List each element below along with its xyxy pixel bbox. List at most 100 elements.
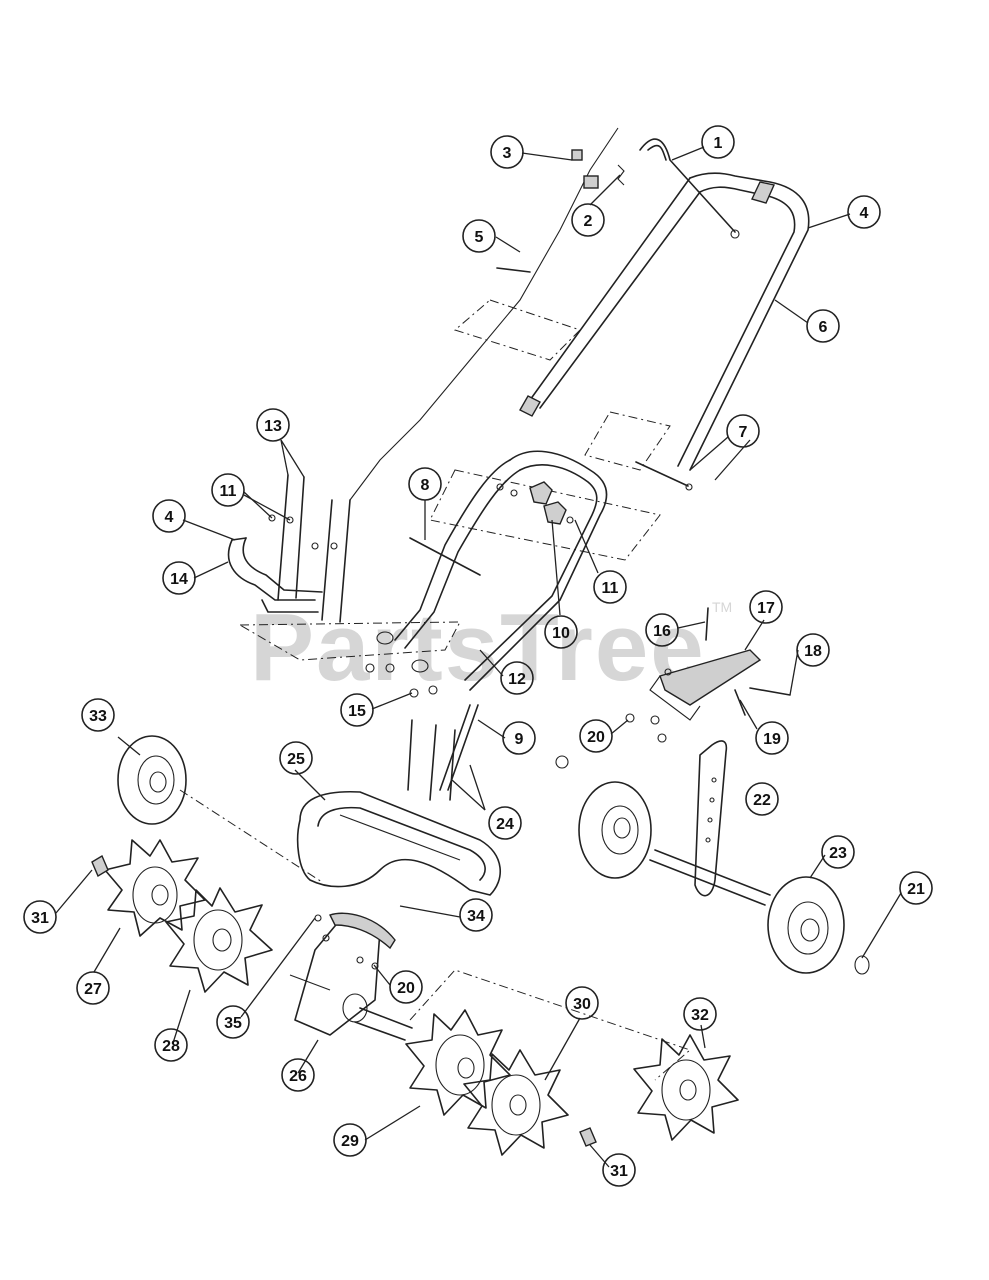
svg-text:15: 15 xyxy=(348,703,366,720)
knobs xyxy=(496,481,574,525)
lower-handle xyxy=(376,450,608,691)
callout-21: 21 xyxy=(899,871,933,905)
cable xyxy=(349,127,625,501)
tine-30 xyxy=(463,1049,569,1156)
callout-10: 10 xyxy=(544,615,578,649)
depth-bar-22 xyxy=(649,740,771,906)
svg-text:27: 27 xyxy=(84,981,102,998)
svg-text:17: 17 xyxy=(757,600,775,617)
callout-24: 24 xyxy=(488,806,522,840)
callout-29: 29 xyxy=(333,1123,367,1157)
svg-text:5: 5 xyxy=(475,229,484,246)
svg-text:11: 11 xyxy=(602,580,619,597)
svg-text:26: 26 xyxy=(289,1068,307,1085)
svg-text:20: 20 xyxy=(587,729,605,746)
watermark: PartsTree xyxy=(250,594,706,701)
callout-12: 12 xyxy=(500,661,534,695)
svg-text:34: 34 xyxy=(467,908,485,925)
upper-handle xyxy=(519,172,810,471)
svg-text:3: 3 xyxy=(503,145,512,162)
wheel-23 xyxy=(767,876,870,975)
callout-33: 33 xyxy=(81,698,115,732)
tine-27 xyxy=(91,839,206,937)
svg-text:29: 29 xyxy=(341,1133,359,1150)
callout-18: 18 xyxy=(796,633,830,667)
svg-text:7: 7 xyxy=(739,424,748,441)
svg-text:22: 22 xyxy=(753,792,771,809)
svg-text:12: 12 xyxy=(508,671,526,688)
svg-text:4: 4 xyxy=(165,509,174,526)
callout-7: 7 xyxy=(726,414,760,448)
callout-11-left: 11 xyxy=(211,473,245,507)
callout-30: 30 xyxy=(565,986,599,1020)
wheel-33 xyxy=(117,735,187,825)
rod-8 xyxy=(409,537,481,576)
callout-3: 3 xyxy=(490,135,524,169)
callout-22: 22 xyxy=(745,782,779,816)
leader-lines xyxy=(55,146,902,1168)
callout-31-right: 31 xyxy=(602,1153,636,1187)
callout-4-handle: 4 xyxy=(847,195,881,229)
svg-text:2: 2 xyxy=(584,213,593,230)
callout-16: 16 xyxy=(645,613,679,647)
svg-text:21: 21 xyxy=(907,881,925,898)
svg-text:19: 19 xyxy=(763,731,781,748)
tine-28 xyxy=(165,887,273,993)
callout-35: 35 xyxy=(216,1005,250,1039)
svg-text:24: 24 xyxy=(496,816,514,833)
svg-text:1: 1 xyxy=(714,135,723,152)
callout-2: 2 xyxy=(571,203,605,237)
svg-text:20: 20 xyxy=(397,980,415,997)
callout-28: 28 xyxy=(154,1028,188,1062)
svg-text:11: 11 xyxy=(220,483,237,500)
svg-text:13: 13 xyxy=(264,418,282,435)
handle-bolts xyxy=(496,267,693,491)
callout-14: 14 xyxy=(162,561,196,595)
svg-text:30: 30 xyxy=(573,996,591,1013)
gearbox-26 xyxy=(289,912,413,1041)
control-bail xyxy=(639,138,740,239)
callout-5: 5 xyxy=(462,219,496,253)
svg-text:32: 32 xyxy=(691,1007,709,1024)
svg-text:33: 33 xyxy=(89,708,107,725)
callout-19: 19 xyxy=(755,721,789,755)
callout-15: 15 xyxy=(340,693,374,727)
svg-text:23: 23 xyxy=(829,845,847,862)
svg-text:16: 16 xyxy=(653,623,671,640)
watermark-trademark: TM xyxy=(712,599,732,615)
callout-32: 32 xyxy=(683,997,717,1031)
callout-4-brace: 4 xyxy=(152,499,186,533)
callout-8: 8 xyxy=(408,467,442,501)
callout-20-gearbox: 20 xyxy=(389,970,423,1004)
tine-29 xyxy=(405,1009,511,1116)
callout-17: 17 xyxy=(749,590,783,624)
callout-34: 34 xyxy=(459,898,493,932)
callout-27: 27 xyxy=(76,971,110,1005)
callouts: 1 2 3 4 4 5 6 7 8 9 10 11 11 12 13 14 15… xyxy=(23,125,933,1187)
svg-text:31: 31 xyxy=(610,1163,628,1180)
bracket-17 xyxy=(625,607,791,743)
tine-32 xyxy=(633,1034,739,1141)
callout-9: 9 xyxy=(502,721,536,755)
frame-25 xyxy=(296,704,502,896)
svg-text:9: 9 xyxy=(515,731,524,748)
callout-13: 13 xyxy=(256,408,290,442)
callout-6: 6 xyxy=(806,309,840,343)
svg-text:25: 25 xyxy=(287,751,305,768)
callout-31-left: 31 xyxy=(23,900,57,934)
callout-11-right: 11 xyxy=(593,570,627,604)
svg-text:35: 35 xyxy=(224,1015,242,1032)
callout-23: 23 xyxy=(821,835,855,869)
svg-text:8: 8 xyxy=(421,477,430,494)
svg-text:28: 28 xyxy=(162,1038,180,1055)
svg-text:4: 4 xyxy=(860,205,869,222)
svg-text:18: 18 xyxy=(804,643,822,660)
wheel-left-transport xyxy=(555,755,652,879)
callout-25: 25 xyxy=(279,741,313,775)
svg-text:31: 31 xyxy=(31,910,49,927)
svg-text:10: 10 xyxy=(552,625,570,642)
callout-26: 26 xyxy=(281,1058,315,1092)
callout-1: 1 xyxy=(701,125,735,159)
svg-text:14: 14 xyxy=(170,571,188,588)
